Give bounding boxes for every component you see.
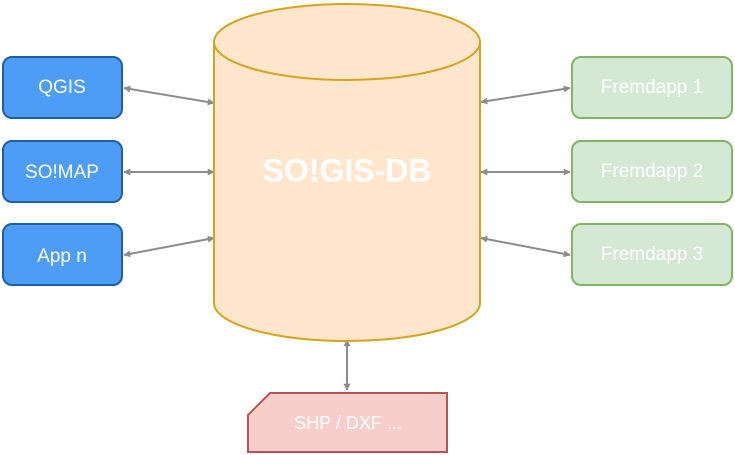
file-formats-card[interactable]: SHP / DXF ...: [247, 392, 448, 453]
connectors: [123, 85, 571, 391]
external-app-box-3[interactable]: Fremdapp 3: [571, 223, 733, 286]
external-app-label-2: Fremdapp 2: [601, 161, 703, 182]
app-label-somap: SO!MAP: [25, 162, 99, 183]
external-app-label-1: Fremdapp 1: [601, 77, 703, 98]
database-body: [213, 42, 481, 342]
external-app-box-2[interactable]: Fremdapp 2: [571, 140, 733, 203]
connector-db-fremdapp3: [480, 235, 571, 258]
connector-qgis-db: [123, 85, 215, 106]
app-box-qgis[interactable]: QGIS: [2, 56, 123, 119]
external-app-box-1[interactable]: Fremdapp 1: [571, 56, 733, 119]
app-label-qgis: QGIS: [38, 77, 86, 98]
app-box-somap[interactable]: SO!MAP: [2, 140, 123, 203]
connector-db-fremdapp1: [480, 85, 571, 105]
file-formats-label: SHP / DXF ...: [294, 413, 402, 433]
external-app-label-3: Fremdapp 3: [601, 244, 703, 265]
connector-appn-db: [123, 235, 215, 258]
app-label-app-n: App n: [37, 246, 87, 267]
database-label: SO!GIS-DB: [263, 152, 432, 188]
database-top: [213, 3, 481, 81]
app-box-app-n[interactable]: App n: [2, 223, 123, 286]
database-cylinder[interactable]: SO!GIS-DB: [213, 3, 481, 342]
